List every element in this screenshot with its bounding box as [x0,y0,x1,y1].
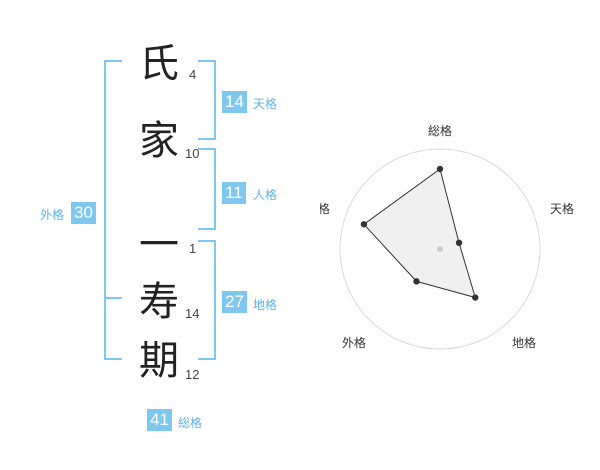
jinkaku-label: 人格 [253,188,278,202]
stroke-count-3: 1 [189,241,197,256]
stroke-count-5: 12 [185,367,200,382]
chikaku-badge: 27 [222,291,247,313]
axis-label-soukaku: 総格 [428,123,452,138]
axis-label-gaikaku: 外格 [342,335,366,350]
chikaku-label: 地格 [253,298,278,312]
tenkaku-label: 天格 [253,97,278,111]
jinkaku-badge: 11 [222,182,246,204]
stroke-count-4: 14 [185,306,200,321]
name-char-2: 家 [139,118,179,164]
radar-point [413,278,420,285]
jinkaku-bracket [198,148,216,230]
radar-area [363,168,477,299]
axis-label-chikaku: 地格 [512,335,536,350]
radar-center [437,246,443,252]
axis-label-jinkaku: 人格 [320,201,330,216]
stroke-count-1: 4 [189,67,197,82]
fortune-radar-chart: 総格 天格 地格 外格 人格 [320,123,574,350]
radar-point [472,294,479,301]
name-char-1: 氏 [139,41,179,87]
tenkaku-bracket [198,60,216,140]
name-char-5: 期 [139,338,179,384]
radar-point [436,165,444,173]
chikaku-bracket [198,240,216,360]
soukaku-badge: 41 [147,409,172,431]
soukaku-label: 総格 [178,416,203,430]
axis-label-tenkaku: 天格 [550,201,574,216]
outer-bracket [104,60,122,360]
gaikaku-badge: 30 [71,202,96,224]
outer-bracket-split [104,297,122,299]
gaikaku-label: 外格 [40,208,65,222]
radar-points [360,165,479,301]
name-char-4: 寿 [139,279,179,325]
radar-point [360,221,368,228]
name-char-3: 一 [139,222,179,268]
tenkaku-badge: 14 [222,91,247,113]
radar-point [455,239,463,247]
stroke-count-2: 10 [185,146,200,161]
